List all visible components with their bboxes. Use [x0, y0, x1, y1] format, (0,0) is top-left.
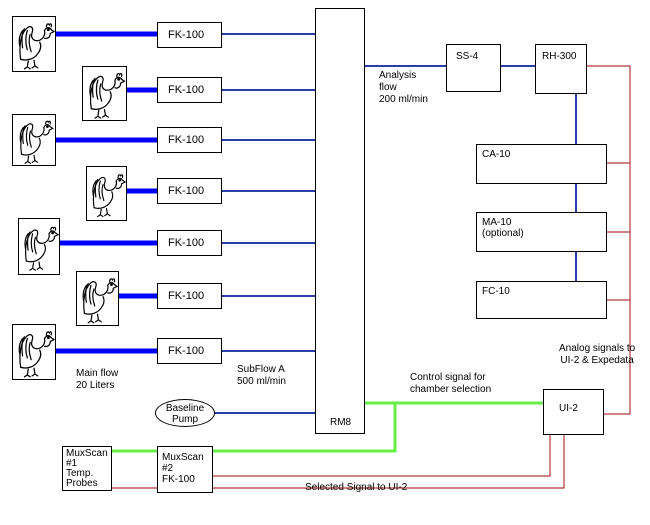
bird-chamber-3-image — [12, 114, 56, 166]
flow-meter-box: FK-100 — [157, 127, 222, 153]
analog-signals-line2: UI-2 & Expedata — [560, 355, 634, 366]
control-signal-lines — [112, 401, 543, 453]
bird-chamber-5-image — [18, 218, 60, 275]
analysis-flow-line3: 200 ml/min — [379, 94, 428, 105]
pump-line2: Pump — [171, 414, 199, 425]
muxscan1-label: MuxScan #1 Temp. Probes — [66, 449, 108, 489]
bird-chamber-1-image — [12, 16, 56, 72]
flow-meter-box: FK-100 — [157, 22, 222, 48]
muxscan1-line1: MuxScan — [66, 448, 108, 459]
muxscan1-line2: #1 — [66, 458, 78, 469]
muxscan2-box: MuxScan #2 FK-100 — [157, 446, 213, 493]
analog-signal-lines — [91, 65, 631, 491]
rm8-multiplexer-box: RM8 — [315, 8, 365, 434]
flow-meter-label: FK-100 — [168, 185, 205, 197]
flow-meter-label: FK-100 — [168, 29, 205, 41]
control-signal-line2: chamber selection — [410, 384, 492, 395]
main-flow-label: Main flow 20 Liters — [76, 368, 118, 392]
pump-line1: Baseline — [165, 403, 205, 414]
subflow-lines — [215, 33, 577, 414]
muxscan2-label: MuxScan #2 FK-100 — [162, 452, 204, 485]
analysis-flow-line2: flow — [379, 82, 397, 93]
ca10-label: CA-10 — [482, 149, 511, 160]
subflow-label: SubFlow A 500 ml/min — [237, 364, 286, 388]
flow-meter-box: FK-100 — [157, 77, 222, 103]
bird-chamber-2-image — [82, 66, 127, 121]
flow-meter-box: FK-100 — [157, 338, 222, 364]
rh300-box: RH-300 — [535, 44, 587, 94]
flow-meter-label: FK-100 — [168, 134, 205, 146]
ma10-box: MA-10 (optional) — [476, 212, 607, 252]
flow-meter-label: FK-100 — [168, 345, 205, 357]
flow-meter-label: FK-100 — [168, 290, 205, 302]
bird-chamber-7-image — [12, 324, 56, 380]
main-flow-line2: 20 Liters — [76, 380, 115, 391]
rm8-label: RM8 — [330, 417, 352, 428]
analog-signals-line1: Analog signals to — [559, 343, 636, 354]
analysis-flow-line1: Analysis — [379, 70, 417, 81]
rh300-label: RH-300 — [542, 51, 577, 62]
ma10-line2: (optional) — [482, 228, 524, 239]
selected-signal-label: Selected Signal to UI-2 — [305, 482, 408, 493]
flow-meter-box: FK-100 — [157, 230, 222, 256]
flow-meter-label: FK-100 — [168, 237, 205, 249]
main-flow-line1: Main flow — [76, 368, 119, 379]
flow-meter-label: FK-100 — [168, 84, 205, 96]
ss4-box: SS-4 — [446, 44, 501, 92]
flow-meter-box: FK-100 — [157, 178, 222, 204]
bird-chamber-4-image — [86, 166, 127, 221]
control-signal-label: Control signal for chamber selection — [410, 372, 491, 396]
muxscan1-box: MuxScan #1 Temp. Probes — [62, 446, 112, 491]
flow-meter-box: FK-100 — [157, 283, 222, 309]
ui2-label: UI-2 — [559, 403, 578, 414]
analysis-flow-label: Analysis flow 200 ml/min — [379, 70, 428, 106]
subflow-line2: 500 ml/min — [237, 376, 286, 387]
baseline-pump: Baseline Pump — [155, 399, 215, 427]
fc10-label: FC-10 — [482, 286, 510, 297]
ma10-line1: MA-10 — [482, 217, 512, 228]
muxscan1-line4: Probes — [66, 478, 98, 489]
ma10-label: MA-10 (optional) — [482, 217, 524, 239]
bird-chamber-6-image — [76, 271, 119, 326]
control-signal-line1: Control signal for — [410, 372, 486, 383]
ca10-box: CA-10 — [476, 144, 607, 184]
subflow-line1: SubFlow A — [237, 364, 285, 375]
muxscan2-line3: FK-100 — [162, 474, 195, 485]
ss4-label: SS-4 — [456, 51, 479, 62]
muxscan2-line1: MuxScan — [162, 452, 204, 463]
main-flow-lines — [56, 31, 157, 354]
muxscan2-line2: #2 — [162, 463, 174, 474]
ui2-box: UI-2 — [543, 389, 604, 435]
fc10-box: FC-10 — [476, 281, 607, 319]
muxscan1-line3: Temp. — [66, 468, 94, 479]
analog-signals-label: Analog signals to UI-2 & Expedata — [559, 343, 635, 367]
